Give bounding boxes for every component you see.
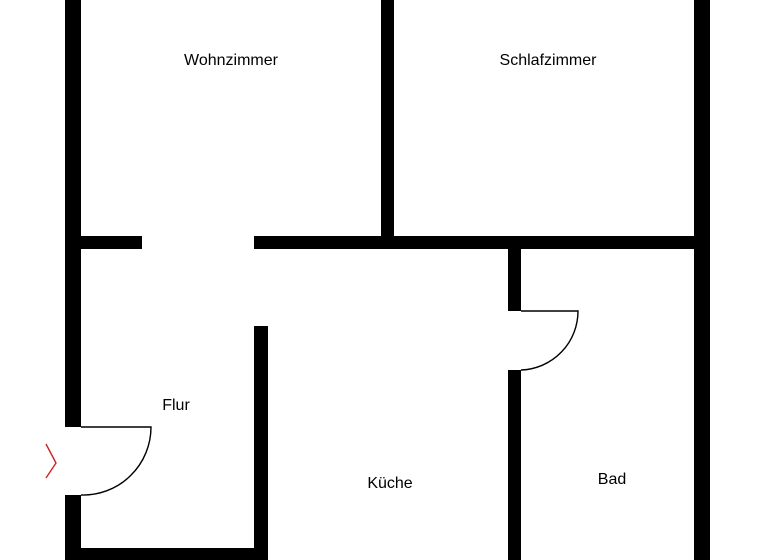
- room-label-bedroom: Schlafzimmer: [500, 52, 598, 69]
- wall-living-bedroom: [381, 0, 394, 243]
- walls: [65, 0, 710, 560]
- wall-kitchen-bath-lower: [508, 370, 521, 560]
- wall-kitchen-bath-upper: [508, 249, 521, 311]
- wall-west-lower: [65, 495, 81, 560]
- entrance-arrow-icon: [45, 443, 57, 479]
- wall-west-upper: [65, 0, 81, 427]
- wall-north-left: [81, 236, 142, 249]
- entrance-door: [80, 426, 152, 496]
- room-label-living-room: Wohnzimmer: [184, 52, 279, 69]
- wall-hall-kitchen: [254, 326, 268, 560]
- wall-east: [694, 0, 710, 560]
- doors: [80, 310, 579, 496]
- bathroom-door: [520, 310, 579, 371]
- wall-north-right: [254, 236, 694, 249]
- room-label-bathroom: Bad: [598, 471, 626, 488]
- room-label-hallway: Flur: [162, 397, 190, 414]
- room-label-kitchen: Küche: [367, 475, 412, 492]
- wall-hall-south: [81, 548, 268, 560]
